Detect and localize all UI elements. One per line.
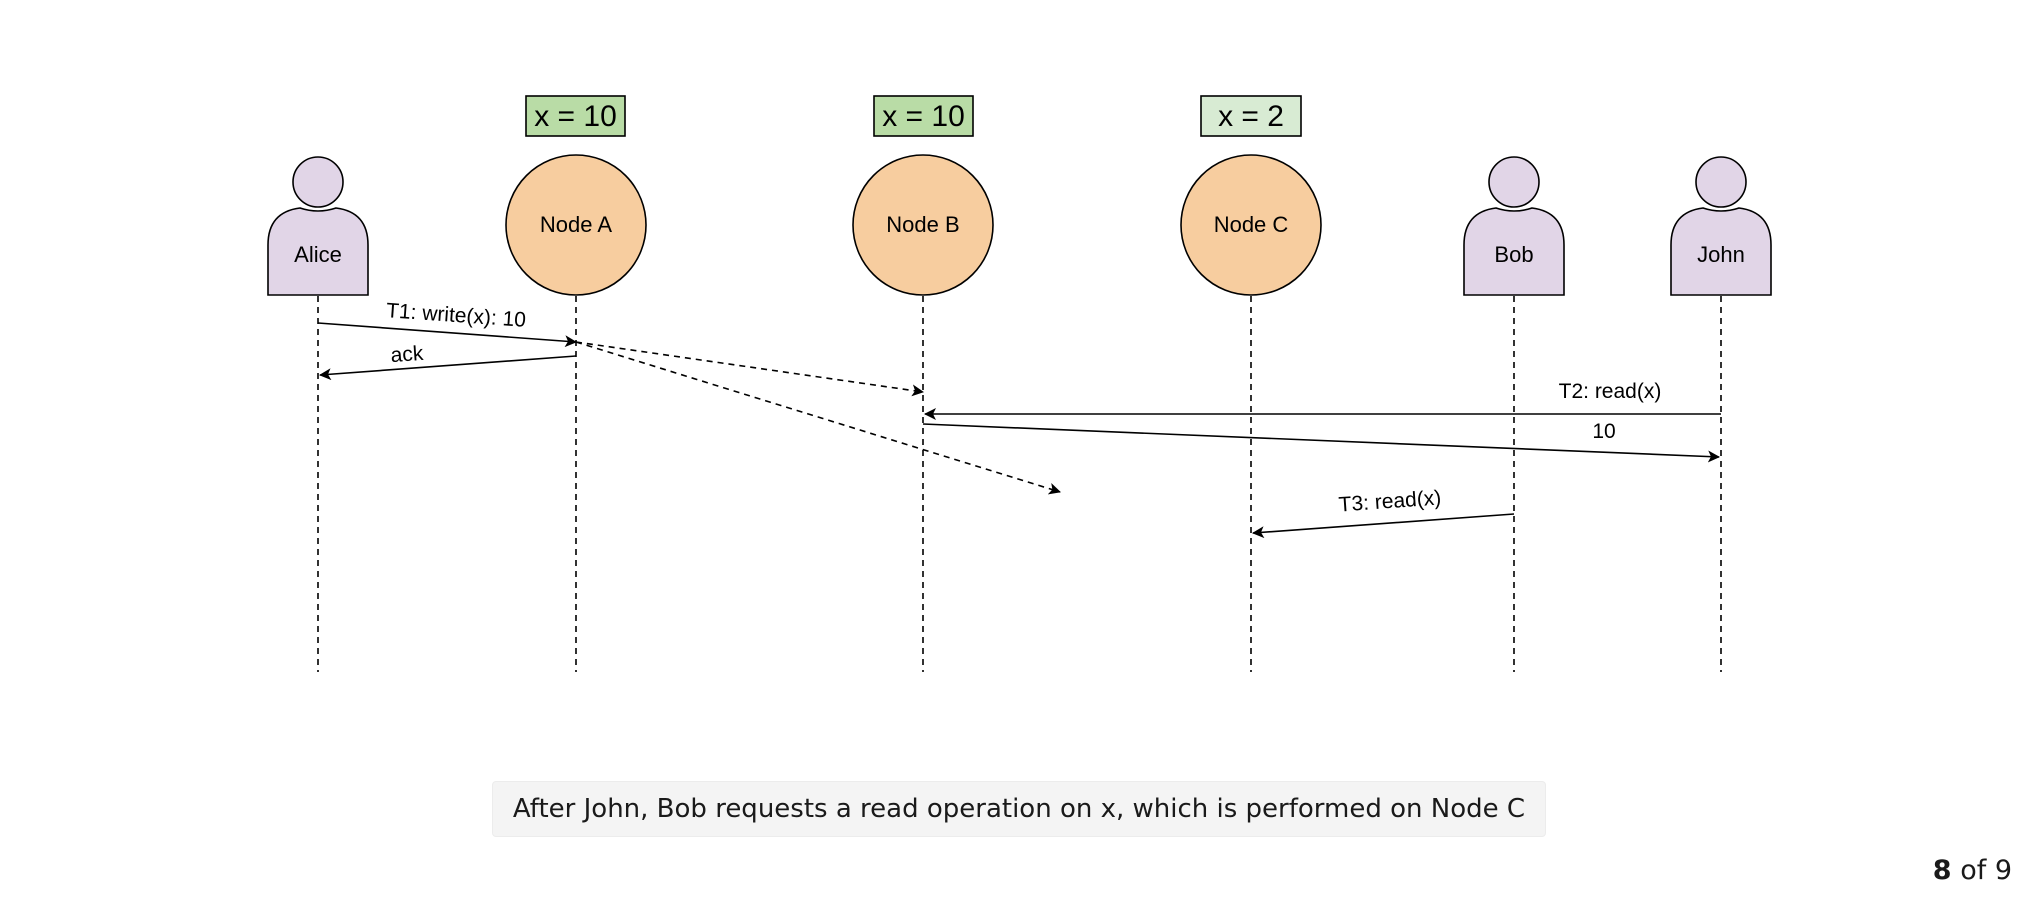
node-b-value: x = 10: [882, 100, 965, 133]
node-c: x = 2 Node C: [1180, 95, 1322, 296]
pager: 8 of 9: [1933, 855, 2012, 886]
message-ack-arrow: [319, 355, 577, 381]
pager-separator: of: [1960, 855, 1987, 886]
message-ack-label: ack: [390, 342, 425, 367]
node-a-value: x = 10: [534, 100, 617, 133]
node-b-value-box: [873, 95, 974, 137]
actor-bob: Bob: [1463, 156, 1565, 296]
node-a-value-box: [525, 95, 626, 137]
message-t1-label: T1: write(x): 10: [385, 299, 526, 332]
replication-a-to-c-arrow: [575, 341, 1061, 495]
node-a-circle: [505, 154, 647, 296]
message-t2-reply-label: 10: [1592, 420, 1615, 443]
actor-body: [1670, 207, 1772, 296]
caption-box: After John, Bob requests a read operatio…: [492, 781, 1546, 837]
pager-current: 8: [1932, 855, 1952, 886]
actor-john: John: [1670, 156, 1772, 296]
node-b-label: Node B: [886, 212, 959, 237]
actor-head: [1695, 156, 1747, 208]
actor-label-alice: Alice: [294, 242, 342, 267]
node-b-circle: [852, 154, 994, 296]
node-c-circle: [1180, 154, 1322, 296]
actor-head: [1488, 156, 1540, 208]
message-t2-label: T2: read(x): [1559, 380, 1662, 403]
message-t2-reply-arrow: [922, 423, 1720, 463]
caption-text: After John, Bob requests a read operatio…: [512, 794, 1526, 824]
actor-label-john: John: [1697, 242, 1745, 267]
message-t1-arrow: [317, 322, 577, 348]
node-b: x = 10 Node B: [852, 95, 994, 296]
node-c-label: Node C: [1214, 212, 1289, 237]
node-a: x = 10 Node A: [505, 95, 647, 296]
replication-a-to-b-arrow: [575, 341, 924, 397]
pager-total: 9: [1994, 855, 2012, 886]
node-a-label: Node A: [540, 212, 612, 237]
actor-alice: Alice: [267, 156, 369, 296]
node-c-value-box: [1200, 95, 1302, 137]
actor-body: [1463, 207, 1565, 296]
actor-label-bob: Bob: [1494, 242, 1533, 267]
message-t3-arrow: [1252, 513, 1515, 539]
message-t3-label: T3: read(x): [1338, 486, 1442, 516]
actor-body: [267, 207, 369, 296]
node-c-value: x = 2: [1218, 100, 1284, 133]
actor-head: [292, 156, 344, 208]
